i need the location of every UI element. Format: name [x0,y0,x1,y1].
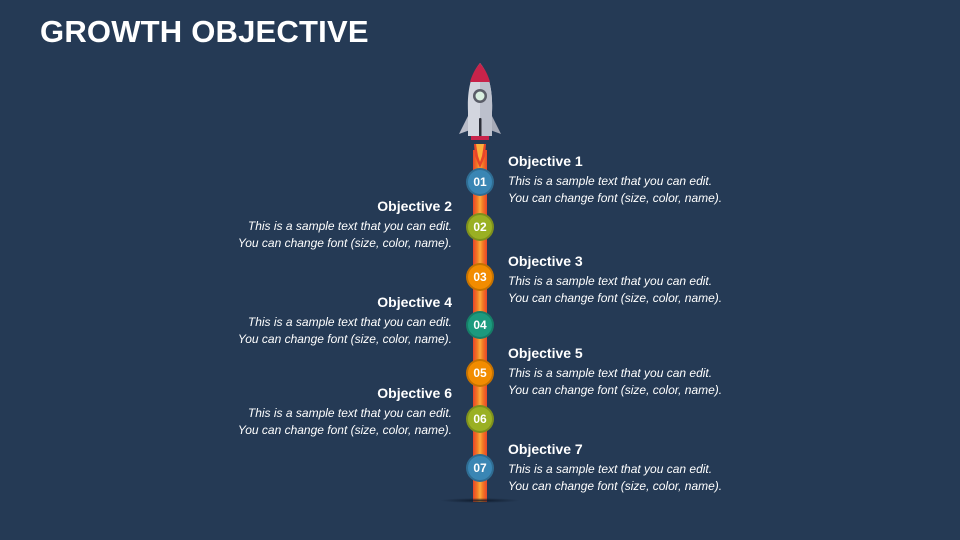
objective-title: Objective 7 [508,441,583,457]
rocket-icon [459,63,501,168]
objective-desc-line2: You can change font (size, color, name). [237,423,452,437]
objective-4: Objective 4 This is a sample text that y… [238,294,452,348]
objective-2: Objective 2 This is a sample text that y… [238,198,452,252]
objective-6: Objective 6 This is a sample text that y… [238,385,452,439]
objective-7: Objective 7 This is a sample text that y… [508,441,722,495]
objective-2-node: 02 [466,213,494,241]
objective-title: Objective 3 [508,253,583,269]
objective-title: Objective 5 [508,345,583,361]
ground-shadow [440,498,520,503]
objective-desc-line1: This is a sample text that you can edit. [508,462,713,476]
objective-desc-line2: You can change font (size, color, name). [237,332,452,346]
objective-1: Objective 1 This is a sample text that y… [508,153,722,207]
objective-desc-line2: You can change font (size, color, name). [508,479,723,493]
objective-desc-line1: This is a sample text that you can edit. [508,274,713,288]
objective-1-node: 01 [466,168,494,196]
objective-7-node: 07 [466,454,494,482]
slide-title: GROWTH OBJECTIVE [40,14,369,49]
objective-5: Objective 5 This is a sample text that y… [508,345,722,399]
objective-desc-line1: This is a sample text that you can edit. [508,174,713,188]
objective-3: Objective 3 This is a sample text that y… [508,253,722,307]
objective-desc-line1: This is a sample text that you can edit. [247,315,452,329]
node-number: 04 [473,318,487,332]
objective-title: Objective 4 [377,294,452,310]
objective-title: Objective 6 [377,385,452,401]
node-number: 05 [473,366,487,380]
objective-4-node: 04 [466,311,494,339]
objective-3-node: 03 [466,263,494,291]
objective-desc-line2: You can change font (size, color, name). [508,291,723,305]
objective-desc-line2: You can change font (size, color, name). [508,191,723,205]
objective-5-node: 05 [466,359,494,387]
objective-desc-line1: This is a sample text that you can edit. [247,219,452,233]
objective-desc-line1: This is a sample text that you can edit. [247,406,452,420]
node-number: 03 [473,270,487,284]
node-number: 02 [473,220,487,234]
node-number: 06 [473,412,487,426]
objective-6-node: 06 [466,405,494,433]
node-number: 01 [473,175,487,189]
objective-desc-line1: This is a sample text that you can edit. [508,366,713,380]
objective-title: Objective 2 [377,198,452,214]
objective-desc-line2: You can change font (size, color, name). [237,236,452,250]
objective-title: Objective 1 [508,153,583,169]
objective-desc-line2: You can change font (size, color, name). [508,383,723,397]
node-number: 07 [473,461,487,475]
